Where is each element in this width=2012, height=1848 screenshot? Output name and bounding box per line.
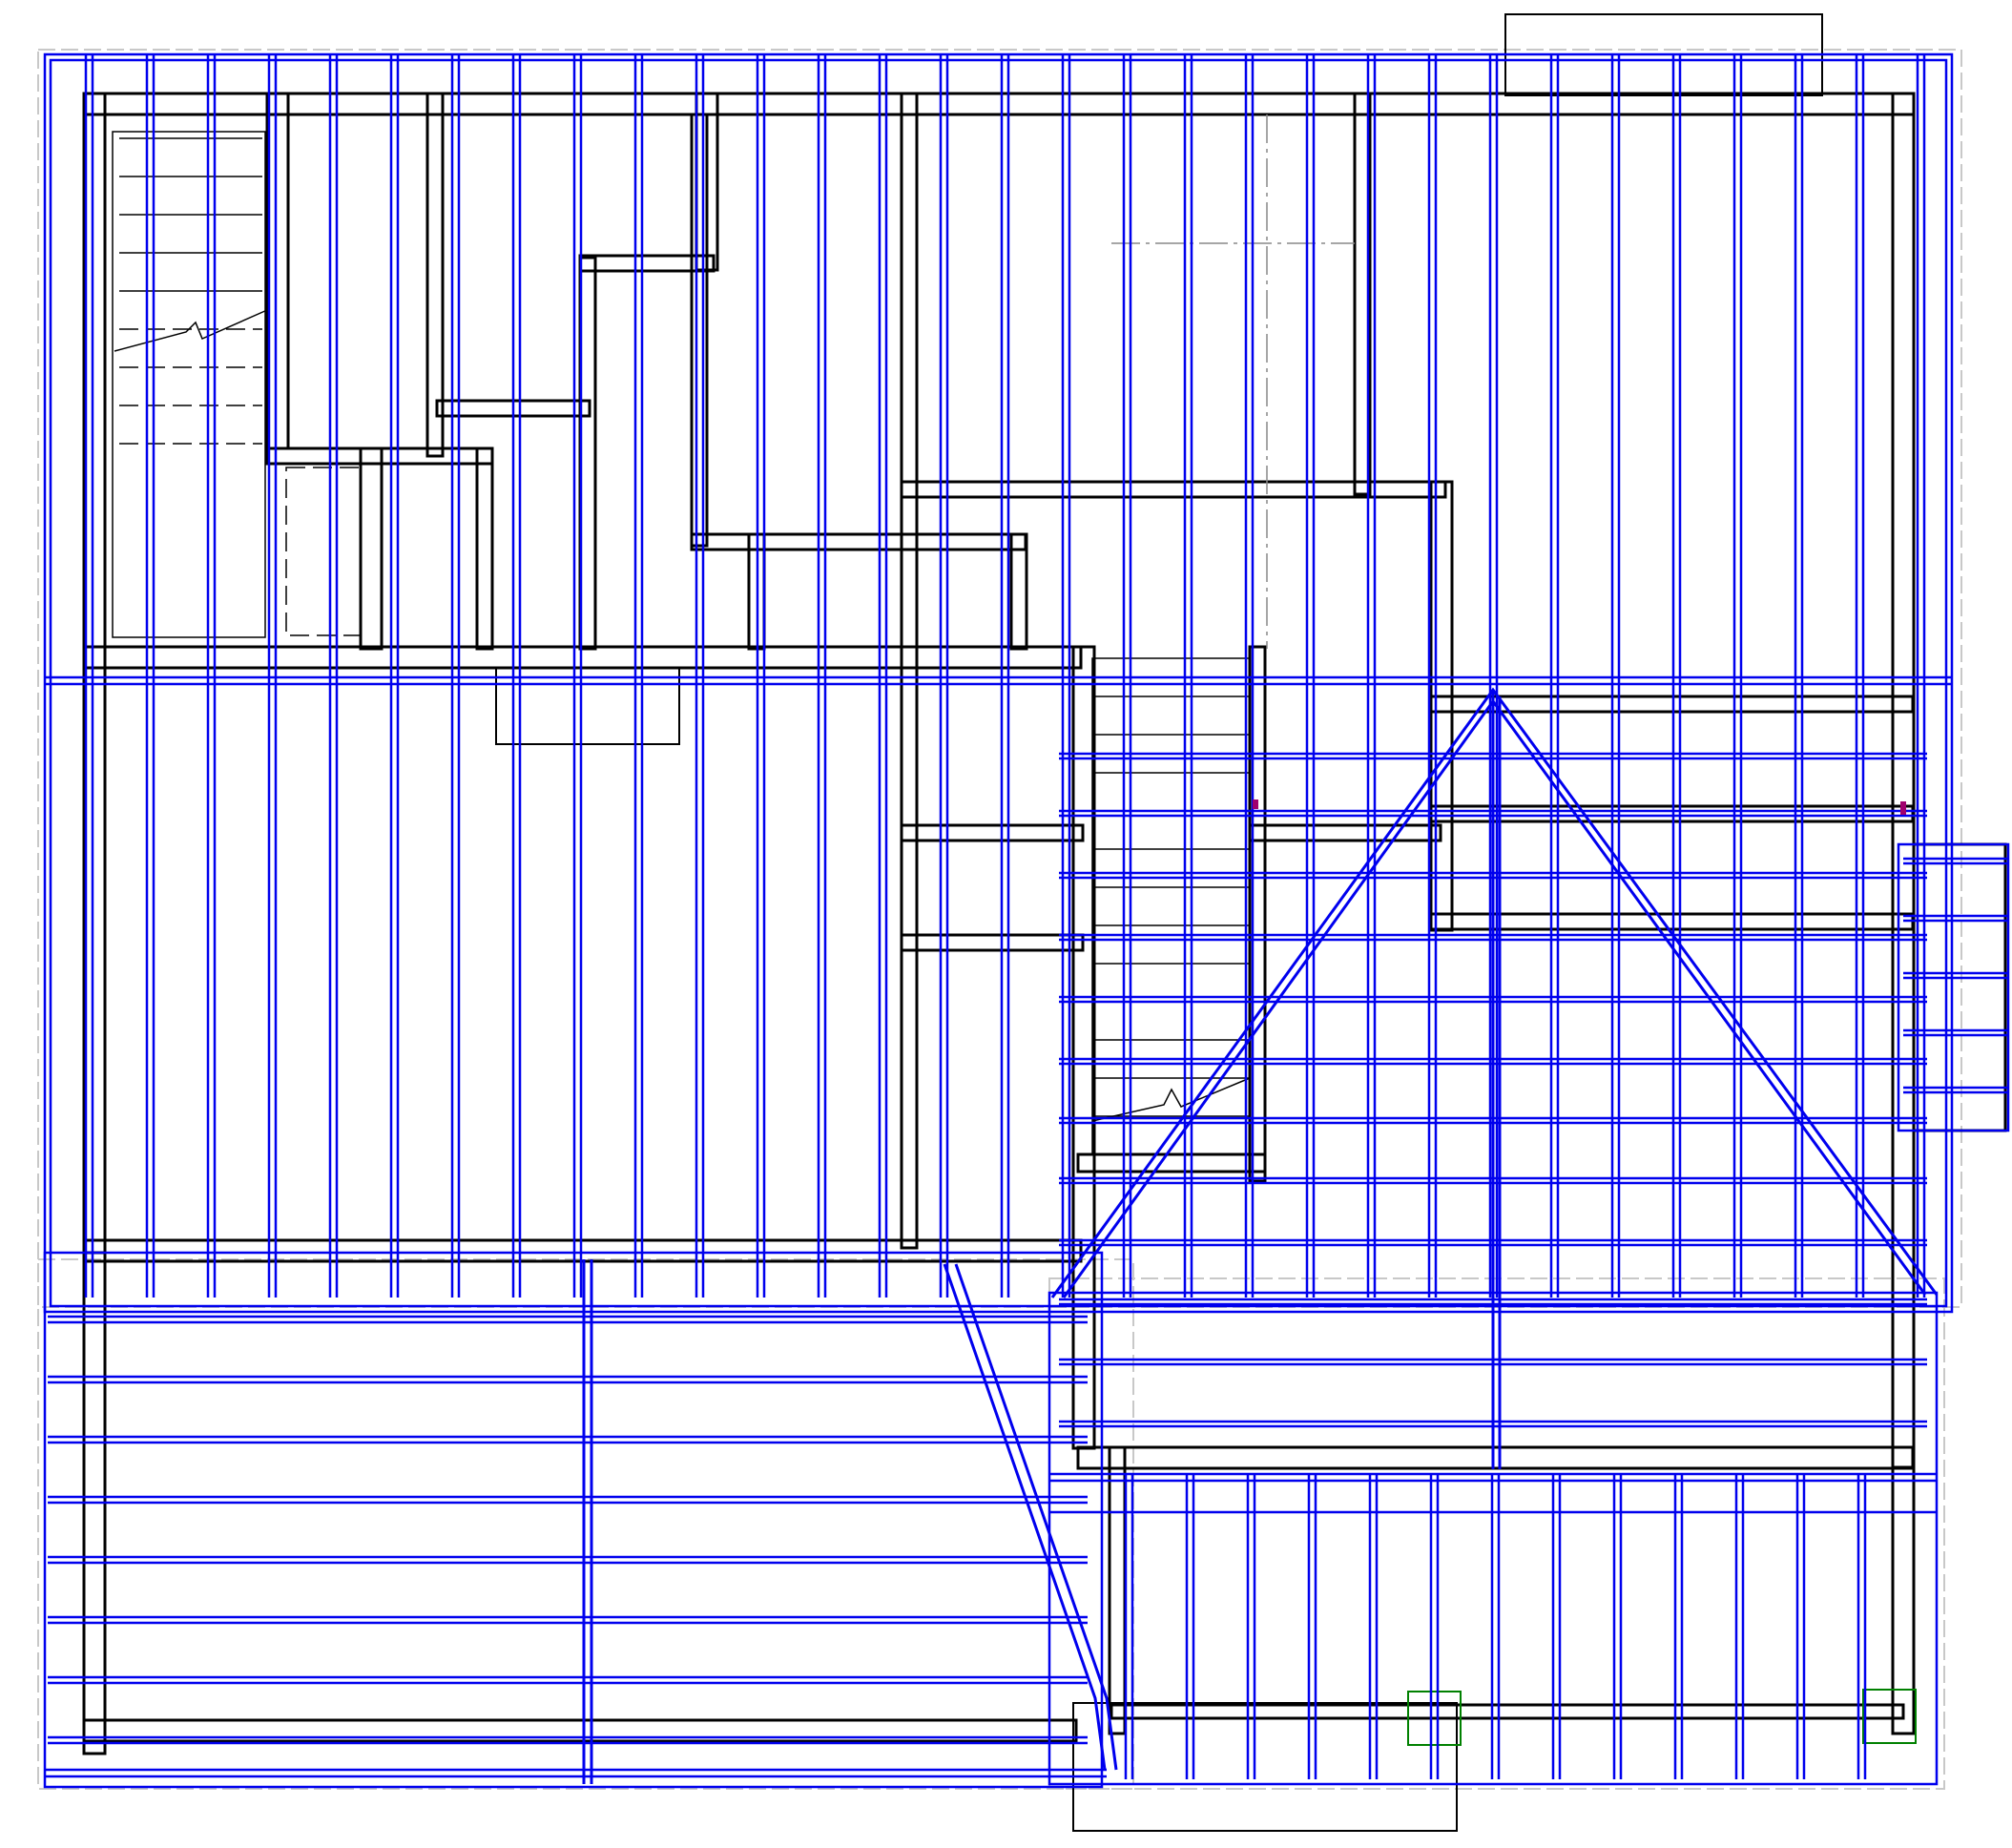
lower-right-outline (1048, 1277, 1945, 1790)
bath-wall-v (578, 256, 597, 651)
stair-break-line (114, 309, 268, 352)
garage-right-wall (1891, 1445, 1916, 1735)
stair-wall-right (265, 92, 290, 450)
shed-roof-edge-inner (954, 1263, 1118, 1771)
closet-wall-v (359, 446, 384, 651)
shed-roof-edge (943, 1263, 1107, 1771)
rafter-framing (43, 52, 2010, 1789)
right-room-v (1429, 480, 1454, 932)
bottom-exterior-wall (82, 1718, 1078, 1743)
center-room-v (1353, 92, 1372, 496)
post-marker (1862, 1689, 1917, 1744)
post-marker (1407, 1691, 1462, 1746)
post-markers (1407, 1689, 1917, 1746)
bay-roof-frame (1897, 842, 2010, 1132)
stair2-landing (1076, 1152, 1267, 1173)
hip-roof (1050, 687, 1939, 1469)
accent-marks (1253, 799, 1906, 815)
outline-boxes (495, 13, 1823, 1832)
closet-h2 (900, 933, 1085, 952)
upper-exterior-wall (82, 92, 1916, 116)
stair-lower-dashed (285, 467, 362, 636)
fireplace-box (495, 667, 680, 745)
bedroom-wall-v (690, 113, 709, 548)
bedroom-wall-h (690, 532, 1027, 551)
stairs-center (1091, 657, 1251, 1155)
sink-wall-v (1108, 1445, 1127, 1735)
lower-left-roof-frame (43, 1251, 1104, 1789)
center-wall-v (900, 92, 919, 1250)
shed-roof (582, 1259, 1118, 1784)
wall-framing (82, 92, 2007, 1755)
right-room-h1 (1429, 695, 1915, 714)
bottom-porch-box (1072, 1702, 1458, 1832)
hall-wall-v (425, 92, 445, 458)
accent-mark (1900, 801, 1906, 815)
mid-left-wall (82, 1238, 1083, 1263)
closet-h1 (900, 823, 1085, 842)
closet-wall-v2 (475, 446, 494, 651)
right-room-h2 (1429, 804, 1915, 823)
mid-horizontal-wall (82, 645, 1083, 670)
stairs-upper-left (112, 131, 362, 638)
right-room-h3 (1429, 912, 1915, 931)
garage-post-line (1110, 1703, 1905, 1720)
stair2-outline (1091, 657, 1251, 1155)
stair2-wall-left (1071, 645, 1096, 1450)
bath-wall-h (578, 254, 716, 273)
left-exterior-wall-upper (82, 92, 107, 1255)
stair-outline (112, 131, 266, 638)
stair2-break-line (1091, 1077, 1251, 1122)
garage-wall (1076, 1445, 1915, 1470)
center-room-h (900, 480, 1447, 499)
upper-outline (37, 49, 1962, 1308)
centerlines (1111, 114, 1355, 649)
stair2-lower-h (1248, 823, 1442, 842)
accent-mark (1253, 799, 1258, 809)
closet2-wall-v2 (1009, 532, 1028, 651)
